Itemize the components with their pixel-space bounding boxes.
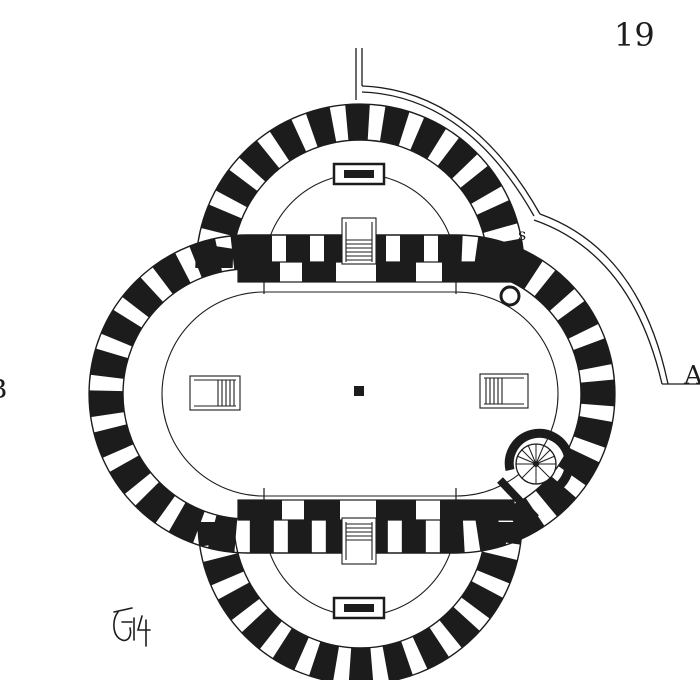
top-stair <box>341 217 377 265</box>
top-lobe-wall <box>195 103 525 269</box>
margin-letter-right: A <box>683 361 700 391</box>
margin-letter-left: B <box>0 375 7 405</box>
partition-wall-bottom <box>237 499 515 521</box>
bottom-stair <box>341 517 377 565</box>
central-column <box>354 386 364 396</box>
partition-wall-top <box>237 261 515 283</box>
well-opening <box>499 285 521 307</box>
monogram-icon <box>113 607 151 647</box>
outer-enclosure-wall <box>355 48 700 385</box>
bottom-niche <box>332 596 386 620</box>
door-jambs <box>263 282 457 500</box>
top-niche <box>332 162 386 186</box>
left-ladder <box>189 375 241 411</box>
bottom-lobe-wall <box>197 521 523 680</box>
spiral-staircase <box>497 428 574 521</box>
room-marker: s <box>518 225 526 244</box>
right-ladder <box>479 373 529 409</box>
page-number: 19 <box>614 16 655 54</box>
